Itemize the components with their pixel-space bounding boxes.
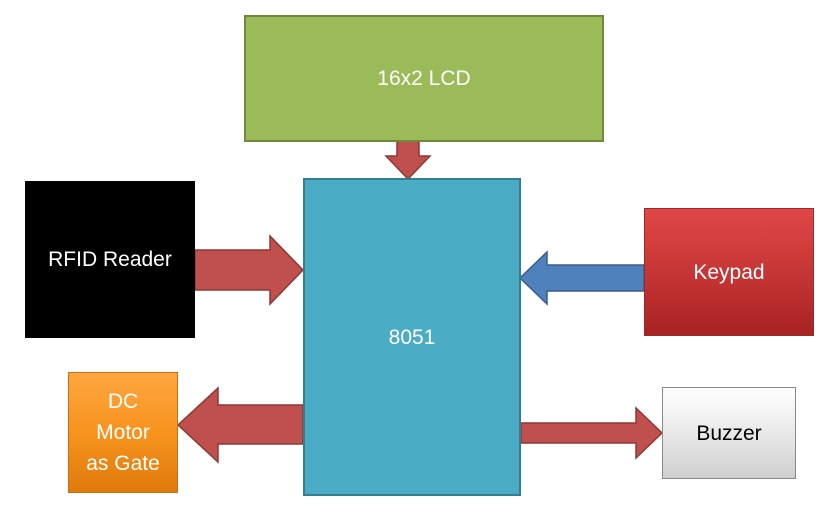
motor-label-line-2: Motor xyxy=(96,421,150,444)
keypad-label: Keypad xyxy=(693,260,765,284)
microcontroller-block: 8051 xyxy=(303,178,521,496)
arrow-lcd-to-mcu xyxy=(384,140,432,181)
arrow-rfid-to-mcu xyxy=(194,234,305,306)
rfid-reader-label: RFID Reader xyxy=(48,248,172,271)
motor-label-line-1: DC xyxy=(107,390,139,413)
lcd-label: 16x2 LCD xyxy=(377,67,471,90)
rfid-reader-block: RFID Reader xyxy=(25,181,195,338)
motor-label-line-3: as Gate xyxy=(86,452,160,475)
arrow-keypad-to-mcu xyxy=(518,250,645,306)
lcd-block: 16x2 LCD xyxy=(244,15,604,142)
arrow-mcu-to-motor xyxy=(176,386,304,464)
buzzer-label: Buzzer xyxy=(696,421,762,445)
dc-motor-gate-label: DC Motor as Gate xyxy=(86,386,160,479)
buzzer-block: Buzzer xyxy=(662,387,796,479)
arrow-mcu-to-buzzer xyxy=(520,406,664,460)
microcontroller-label: 8051 xyxy=(388,325,436,349)
keypad-block: Keypad xyxy=(644,208,814,336)
dc-motor-gate-block: DC Motor as Gate xyxy=(68,372,178,493)
